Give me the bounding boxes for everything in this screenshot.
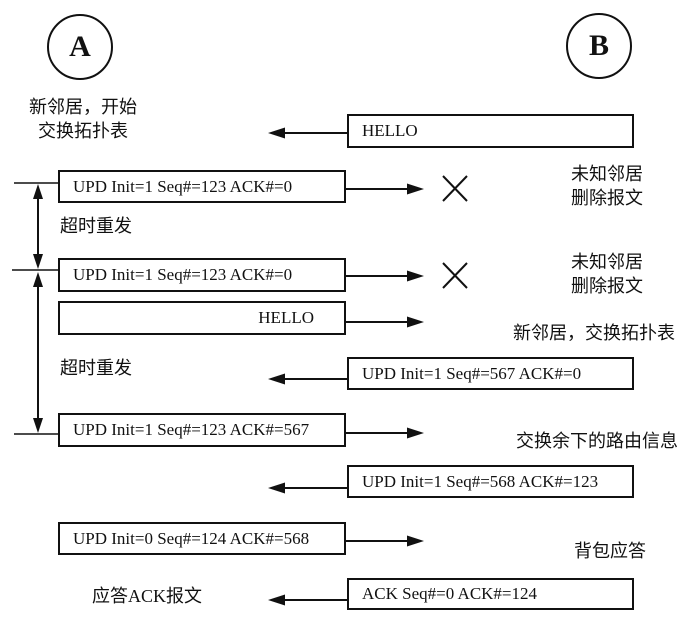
node-a-circle: A: [47, 14, 113, 80]
arrow-b-to-a-upd567-icon: [268, 373, 347, 385]
unknown-neighbor-label-2: 未知邻居 删除报文: [565, 250, 649, 298]
arrow-a-to-b-upd124-icon: [346, 535, 424, 547]
message-box-upd-123-567: UPD Init=1 Seq#=123 ACK#=567: [58, 413, 346, 447]
message-box-upd-1: UPD Init=1 Seq#=123 ACK#=0: [58, 170, 346, 203]
arrow-b-to-a-hello-icon: [268, 127, 347, 139]
message-text: UPD Init=0 Seq#=124 ACK#=568: [73, 528, 310, 548]
arrow-a-to-b-upd123-567-icon: [346, 427, 424, 439]
message-box-upd-124: UPD Init=0 Seq#=124 ACK#=568: [58, 522, 346, 555]
annotation-line: 删除报文: [571, 276, 643, 296]
piggyback-ack-label: 背包应答: [574, 541, 646, 561]
message-box-hello-b: HELLO: [347, 114, 634, 148]
message-text: HELLO: [362, 121, 418, 140]
message-text: UPD Init=1 Seq#=567 ACK#=0: [362, 363, 582, 383]
node-a-caption-line1: 新邻居，开始: [29, 97, 137, 117]
message-text: ACK Seq#=0 ACK#=124: [362, 584, 538, 603]
timeout-label-1: 超时重发: [60, 216, 132, 236]
node-b-circle: B: [566, 13, 632, 79]
message-box-upd-2: UPD Init=1 Seq#=123 ACK#=0: [58, 258, 346, 292]
message-box-upd-568: UPD Init=1 Seq#=568 ACK#=123: [347, 465, 634, 498]
packet-drop-x-icon-1: [442, 175, 468, 202]
annotation-line: 未知邻居: [571, 164, 643, 184]
node-a-label: A: [69, 30, 91, 63]
node-b-label: B: [588, 29, 609, 62]
message-box-upd-567: UPD Init=1 Seq#=567 ACK#=0: [347, 357, 634, 390]
new-neighbor-exchange-label: 新邻居，交换拓扑表: [513, 323, 675, 343]
annotation-line: 删除报文: [571, 188, 643, 208]
annotation-line: 未知邻居: [571, 252, 643, 272]
message-text: UPD Init=1 Seq#=123 ACK#=0: [73, 176, 293, 196]
ack-reply-label: 应答ACK报文: [92, 586, 203, 606]
arrow-b-to-a-ack-icon: [268, 594, 347, 606]
arrow-b-to-a-upd568-icon: [268, 482, 347, 494]
message-text: UPD Init=1 Seq#=123 ACK#=0: [73, 265, 293, 284]
timeout-span-arrow-2: [33, 272, 43, 433]
message-box-ack: ACK Seq#=0 ACK#=124: [347, 578, 634, 610]
exchange-remaining-label: 交换余下的路由信息: [516, 431, 678, 451]
message-text: HELLO: [258, 308, 314, 327]
node-a-caption-line2: 交换拓扑表: [38, 121, 128, 141]
message-box-hello-a: HELLO: [58, 301, 346, 335]
arrow-a-to-b-hello-icon: [346, 316, 424, 328]
timeout-label-2: 超时重发: [60, 358, 132, 378]
message-text: UPD Init=1 Seq#=568 ACK#=123: [362, 471, 599, 491]
packet-drop-x-icon-2: [442, 262, 468, 289]
timeout-span-arrow-1: [33, 184, 43, 269]
message-text: UPD Init=1 Seq#=123 ACK#=567: [73, 420, 310, 439]
arrow-a-to-b-upd2-icon: [346, 270, 424, 282]
arrow-a-to-b-upd1-icon: [346, 183, 424, 195]
node-a-caption: 新邻居，开始 交换拓扑表: [28, 95, 138, 143]
unknown-neighbor-label-1: 未知邻居 删除报文: [565, 162, 649, 210]
